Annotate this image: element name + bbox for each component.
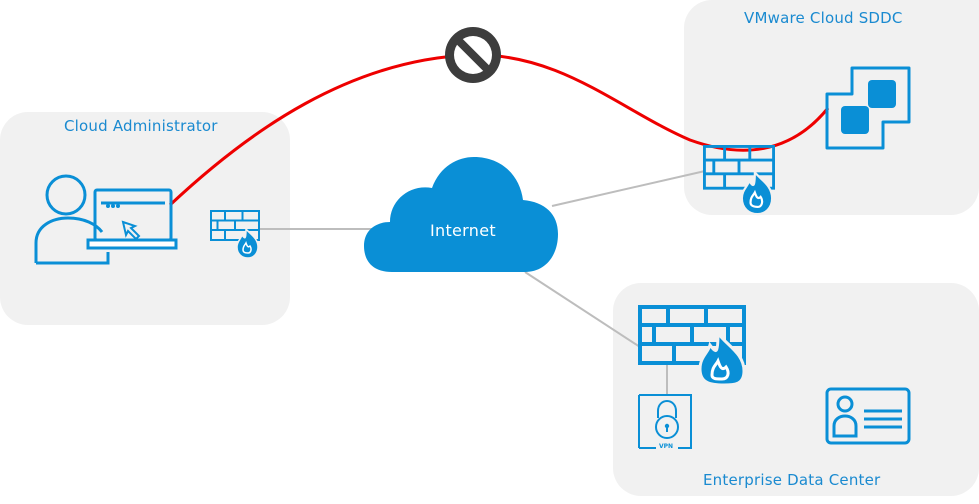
zone-label-vmware-cloud-sddc: VMware Cloud SDDC <box>744 9 903 27</box>
blocked-icon <box>445 27 501 83</box>
vmware-logo-icon <box>825 66 911 150</box>
zone-vmware-cloud-sddc <box>684 0 979 215</box>
vpn-label: VPN <box>659 443 674 450</box>
id-card-icon <box>825 387 911 445</box>
browser-dots-icon <box>106 204 120 208</box>
internet-label: Internet <box>430 221 496 240</box>
firewall-icon <box>638 305 746 387</box>
vpn-lock-icon <box>638 394 692 449</box>
link-internet-enterprise-firewall <box>524 271 641 348</box>
link-internet-sddc-firewall <box>551 170 706 207</box>
zone-label-enterprise-data-center: Enterprise Data Center <box>703 471 881 489</box>
zone-label-cloud-administrator: Cloud Administrator <box>64 117 218 135</box>
cursor-arrow-icon <box>121 220 141 241</box>
firewall-icon <box>703 145 775 216</box>
user-laptop-icon <box>34 174 178 265</box>
zone-enterprise-data-center <box>613 283 979 496</box>
blocked-connection-line <box>168 53 830 207</box>
internet-cloud-icon <box>364 157 558 272</box>
firewall-icon <box>210 210 260 259</box>
